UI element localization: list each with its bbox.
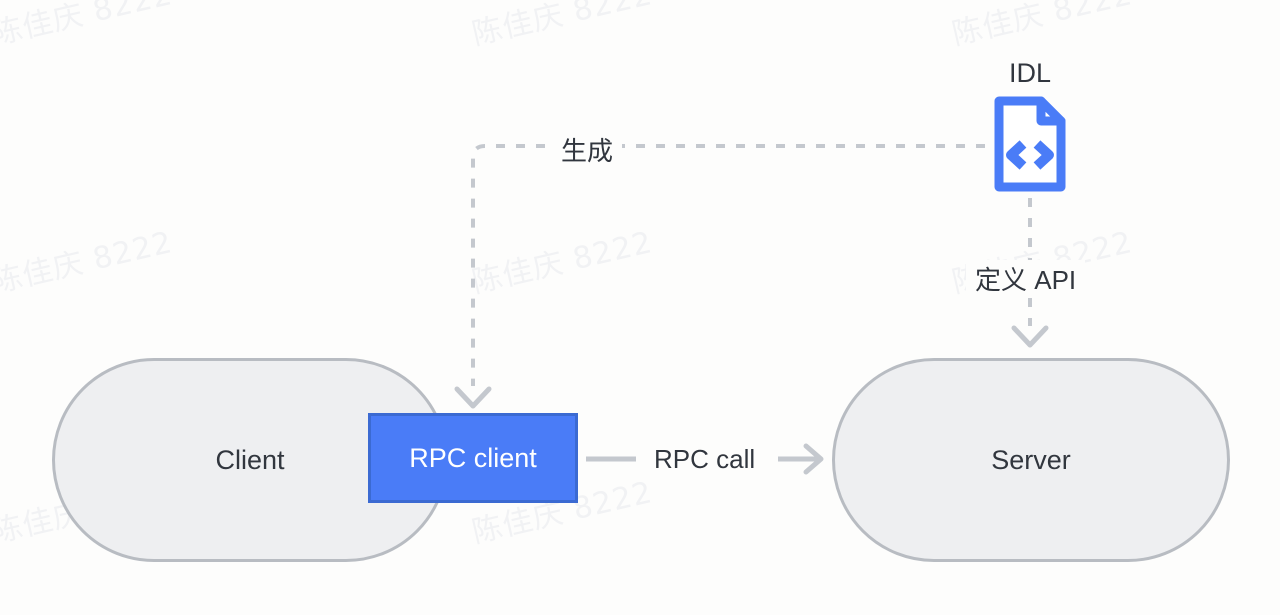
node-server-label: Server xyxy=(991,444,1071,475)
node-rpc-client-label: RPC client xyxy=(409,442,537,473)
code-file-icon xyxy=(994,96,1066,192)
node-idl-label: IDL xyxy=(1008,58,1052,88)
edge-label-define-api: 定义 API xyxy=(966,260,1086,297)
edge-generate xyxy=(454,144,985,409)
chevron-down-icon xyxy=(454,386,492,409)
chevron-right-icon xyxy=(803,443,824,475)
node-client-label: Client xyxy=(215,444,285,475)
edge-rpc-call xyxy=(586,443,824,475)
chevron-down-icon xyxy=(1011,325,1049,348)
node-server[interactable]: Server xyxy=(832,358,1230,562)
node-idl[interactable]: IDL xyxy=(960,56,1100,192)
node-rpc-client[interactable]: RPC client xyxy=(368,413,578,503)
edge-label-generate: 生成 xyxy=(552,131,623,168)
edge-label-rpc-call: RPC call xyxy=(645,444,765,475)
